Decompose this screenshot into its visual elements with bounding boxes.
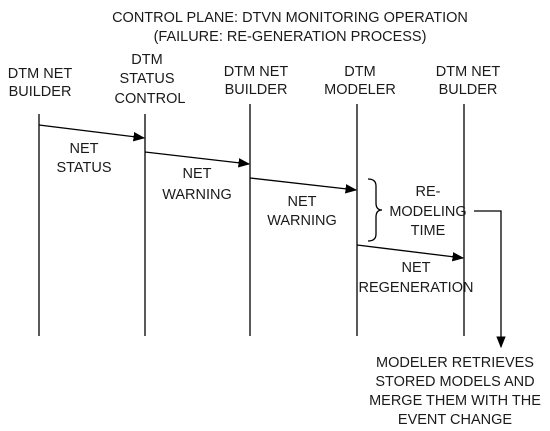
message-label-line: NET (70, 141, 99, 157)
lane-label-line: BULDER (439, 82, 498, 98)
message-label-line: NET (288, 194, 317, 210)
message-arrow-net-warning-1 (144, 151, 251, 168)
lane-label-dtm-status-control: DTM STATUS CONTROL (115, 52, 186, 107)
lane-label-line: DTM (131, 52, 162, 68)
message-label-net-warning-1: NET WARNING (162, 166, 232, 203)
lane-label-line: MODELER (324, 82, 396, 98)
remodeling-time-brace (367, 178, 383, 242)
result-note-line: MERGE THEM WITH THE (369, 393, 541, 409)
result-note-line: STORED MODELS AND (375, 374, 534, 390)
remodeling-label-line: TIME (411, 223, 446, 239)
lane-label-dtm-net-builder-2: DTM NET BUILDER (224, 64, 289, 98)
diagram-title-line-1: CONTROL PLANE: DTVN MONITORING OPERATION (112, 10, 468, 26)
lane-label-line: DTM NET (224, 64, 289, 80)
message-arrow-net-warning-2 (249, 177, 358, 194)
remodeling-label-line: MODELING (389, 204, 466, 220)
remodeling-time-label: RE- MODELING TIME (389, 184, 466, 239)
lane-label-line: DTM (344, 64, 375, 80)
lane-label-line: STATUS (119, 71, 174, 87)
lane-label-line: CONTROL (115, 91, 186, 107)
message-label-net-warning-2: NET WARNING (267, 194, 337, 229)
message-label-net-regeneration: NET REGENERATION (359, 260, 474, 296)
diagram-title-line-2: (FAILURE: RE-GENERATION PROCESS) (154, 29, 427, 45)
message-label-line: STATUS (56, 160, 111, 176)
message-label-net-status: NET STATUS (56, 141, 111, 176)
lane-label-dtm-modeler: DTM MODELER (324, 64, 396, 98)
lane-label-line: DTM NET (8, 66, 73, 82)
modeler-result-note: MODELER RETRIEVES STORED MODELS AND MERG… (369, 355, 541, 428)
message-label-line: WARNING (267, 213, 337, 229)
message-arrow-net-status (38, 124, 146, 142)
message-label-line: NET (183, 166, 212, 182)
message-arrow-net-regeneration (356, 244, 465, 262)
lane-label-line: BUILDER (9, 84, 72, 100)
remodeling-label-line: RE- (416, 184, 441, 200)
lane-label-dtm-net-builder-1: DTM NET BUILDER (8, 66, 73, 100)
lane-label-dtm-net-bulder: DTM NET BULDER (436, 64, 501, 98)
remodeling-connector-arrow (474, 210, 506, 349)
result-note-line: MODELER RETRIEVES (376, 355, 534, 371)
message-label-line: REGENERATION (359, 280, 474, 296)
message-label-line: NET (402, 260, 431, 276)
lane-label-line: BUILDER (225, 82, 288, 98)
lane-label-line: DTM NET (436, 64, 501, 80)
result-note-line: EVENT CHANGE (398, 412, 512, 428)
message-label-line: WARNING (162, 187, 232, 203)
